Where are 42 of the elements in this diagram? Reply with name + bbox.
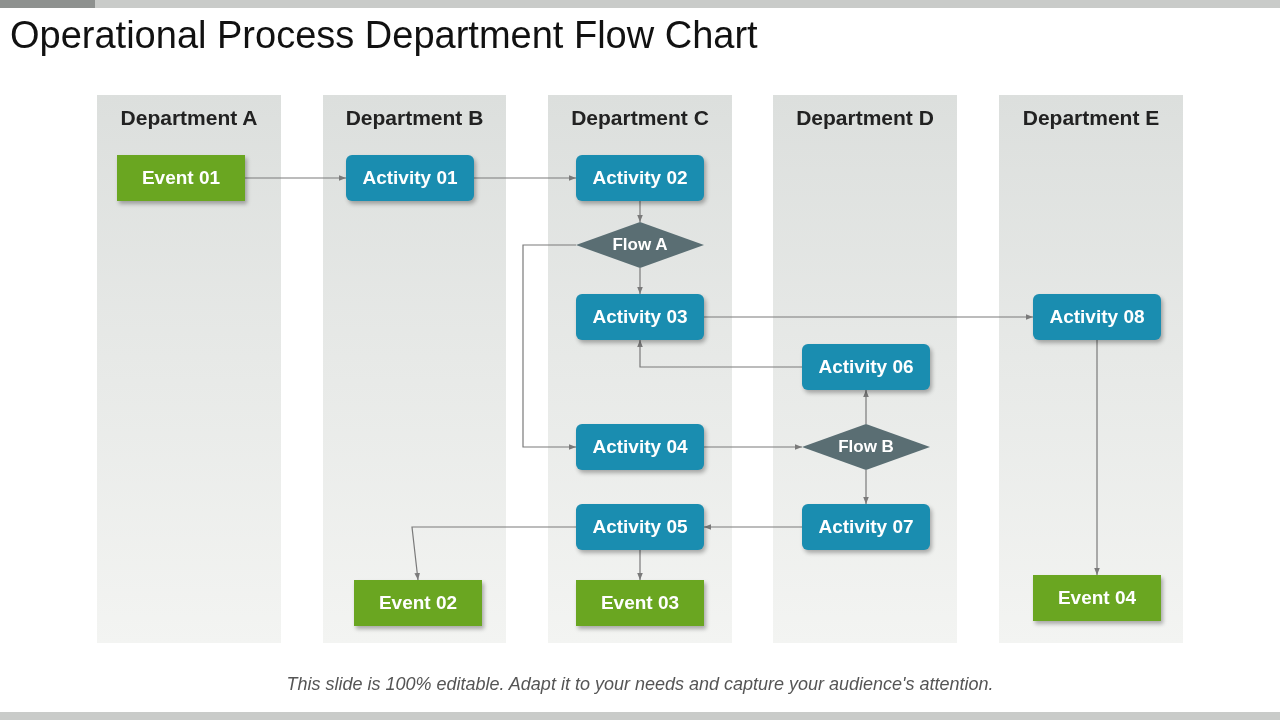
arrow bbox=[637, 200, 643, 223]
decision-diamond bbox=[802, 424, 930, 470]
arrow bbox=[637, 267, 643, 295]
event-box: Event 03 bbox=[576, 580, 704, 626]
activity-box: Activity 07 bbox=[802, 504, 930, 550]
caption: This slide is 100% editable. Adapt it to your needs and capture your audience's attention. bbox=[285, 674, 995, 695]
lane-heading: Department D bbox=[795, 106, 935, 130]
decision-diamond bbox=[576, 222, 704, 268]
swimlane bbox=[97, 95, 281, 643]
event-box: Event 02 bbox=[354, 580, 482, 626]
title: Operational Process Department Flow Chart bbox=[10, 14, 758, 57]
arrow bbox=[637, 549, 643, 581]
lane-heading: Department A bbox=[119, 106, 259, 130]
arrow bbox=[637, 339, 803, 368]
swimlane bbox=[773, 95, 957, 643]
arrow bbox=[863, 469, 869, 505]
arrow bbox=[1094, 339, 1100, 576]
activity-box: Activity 04 bbox=[576, 424, 704, 470]
lane-heading: Department C bbox=[570, 106, 710, 130]
arrow bbox=[473, 175, 577, 181]
activity-box: Activity 03 bbox=[576, 294, 704, 340]
activity-box: Activity 02 bbox=[576, 155, 704, 201]
activity-box: Activity 06 bbox=[802, 344, 930, 390]
event-box: Event 01 bbox=[117, 155, 245, 201]
event-box: Event 04 bbox=[1033, 575, 1161, 621]
arrow bbox=[863, 389, 869, 425]
decision-label: Flow A bbox=[612, 235, 668, 255]
arrow bbox=[522, 244, 577, 450]
arrow bbox=[703, 524, 803, 530]
arrow bbox=[703, 314, 1034, 320]
swimlane bbox=[999, 95, 1183, 643]
activity-box: Activity 08 bbox=[1033, 294, 1161, 340]
swimlane bbox=[323, 95, 506, 643]
arrow bbox=[411, 526, 577, 581]
decision-label: Flow B bbox=[838, 437, 894, 457]
swimlane bbox=[548, 95, 732, 643]
activity-box: Activity 05 bbox=[576, 504, 704, 550]
activity-box: Activity 01 bbox=[346, 155, 474, 201]
arrow bbox=[244, 175, 347, 181]
lane-heading: Department E bbox=[1021, 106, 1161, 130]
lane-heading: Department B bbox=[344, 106, 485, 130]
arrow bbox=[703, 444, 803, 450]
